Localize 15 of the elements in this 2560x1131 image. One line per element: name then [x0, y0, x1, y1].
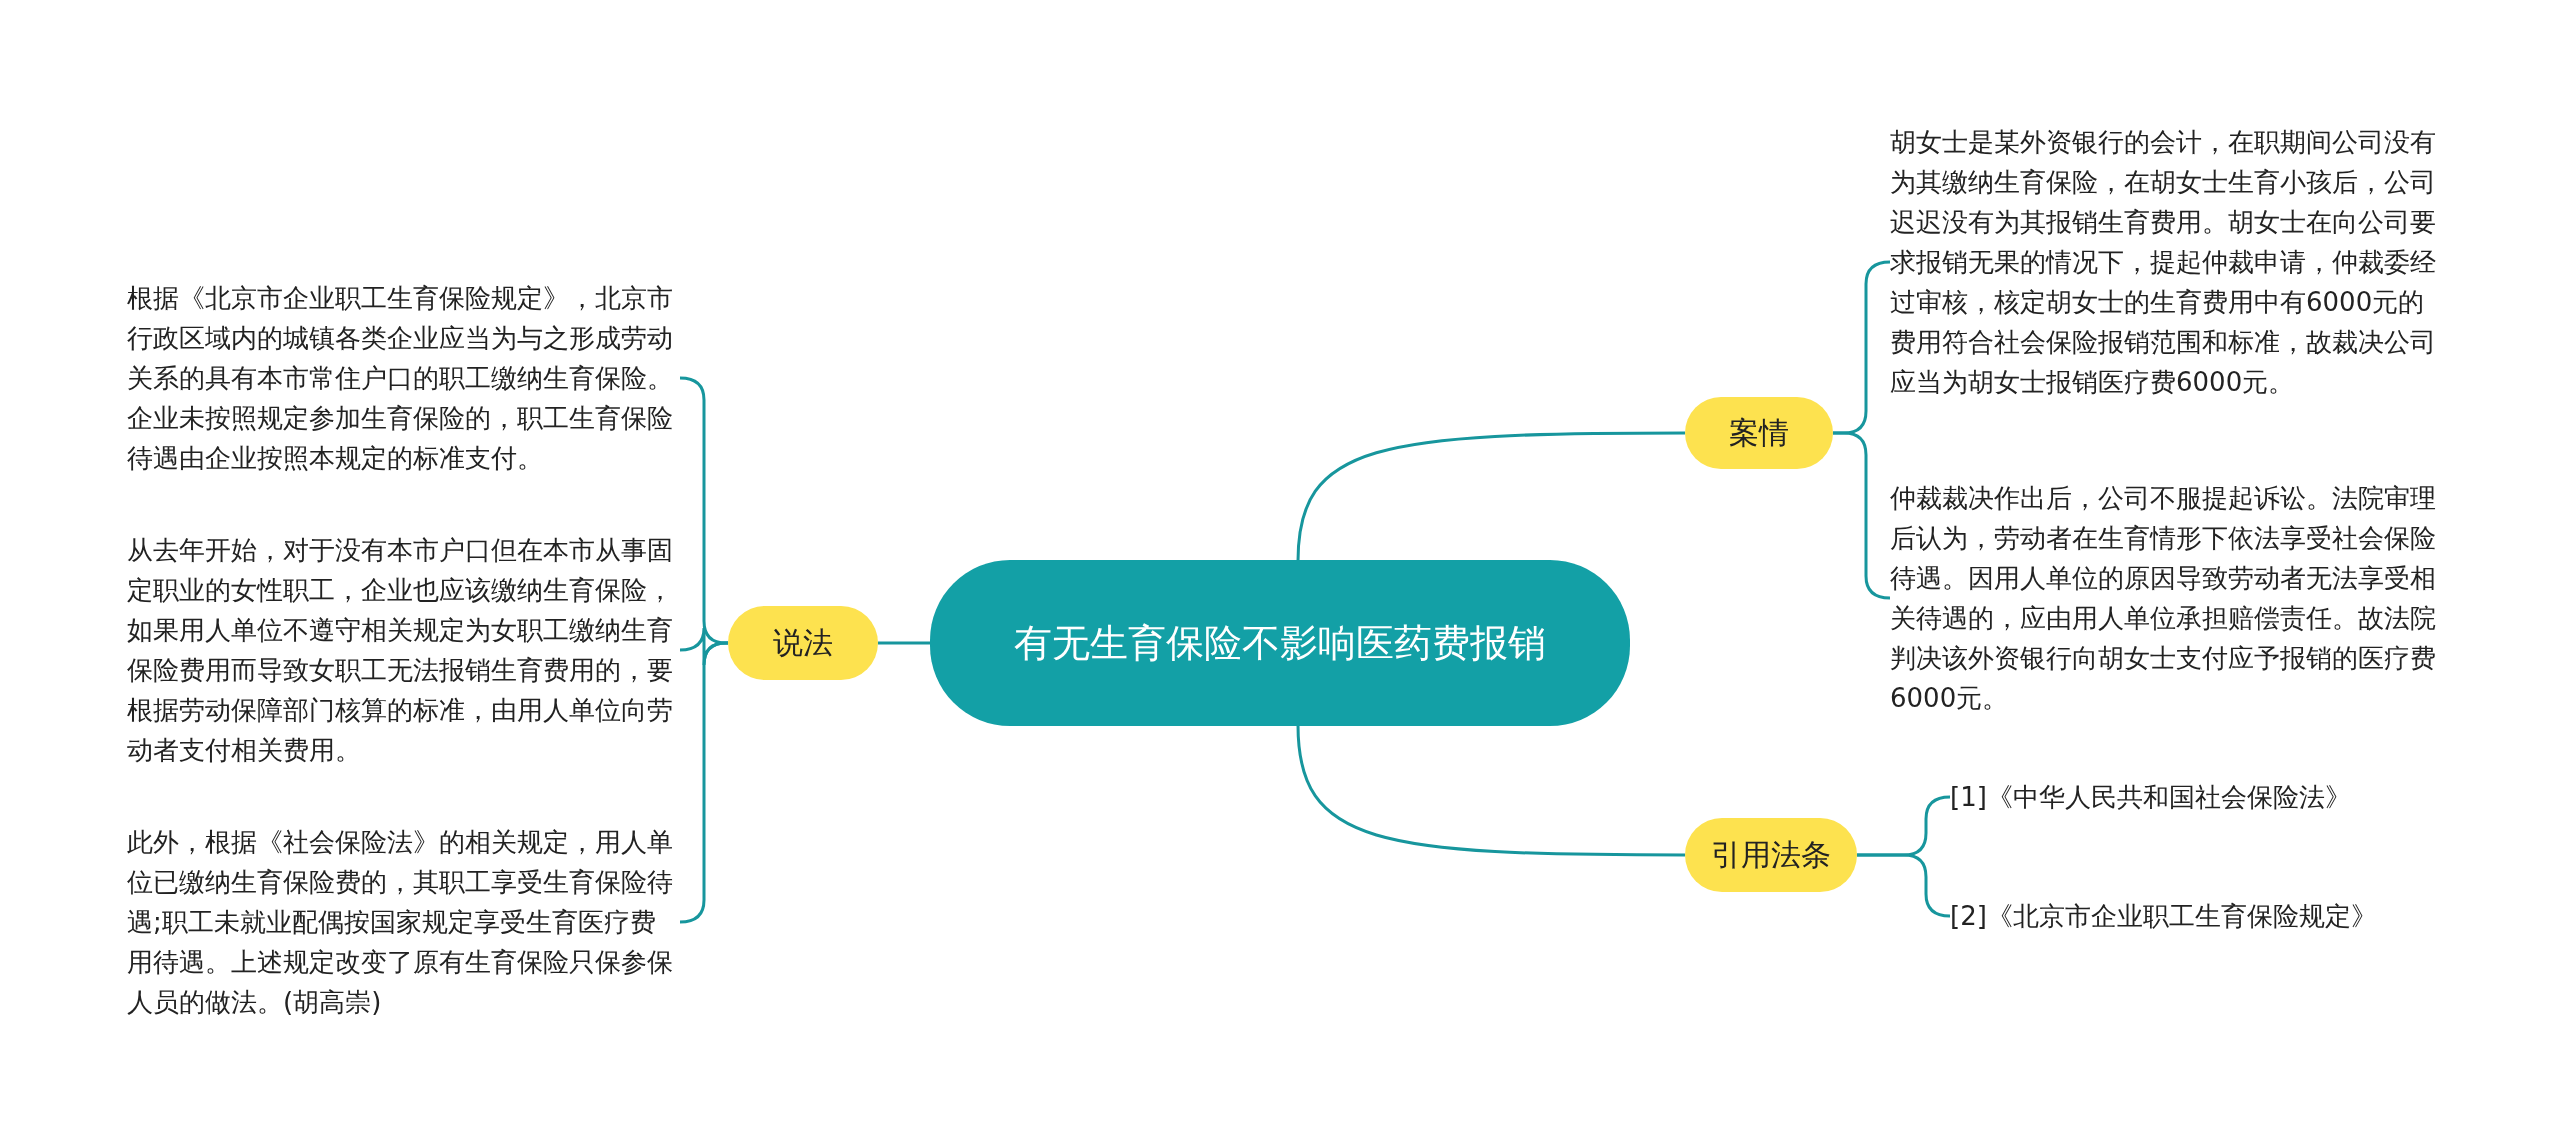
central-topic: 有无生育保险不影响医药费报销 — [930, 560, 1630, 726]
reference-text: [2]《北京市企业职工生育保险规定》 — [1950, 896, 2450, 936]
paragraph-text: 根据《北京市企业职工生育保险规定》，北京市行政区域内的城镇各类企业应当为与之形成劳动关系的具有本市常住户口的职工缴纳生育保险。企业未按照规定参加生育保险的，职工生育保险待遇由企业按照本规定的标准支付。 — [127, 278, 680, 478]
topic-pill: 案情 — [1685, 397, 1833, 469]
paragraph-text: 仲裁裁决作出后，公司不服提起诉讼。法院审理后认为，劳动者在生育情形下依法享受社会保险待遇。因用人单位的原因导致劳动者无法享受相关待遇的，应由用人单位承担赔偿责任。故法院判决该外资银行向胡女士支付应予报销的医疗费6000元。 — [1890, 478, 2440, 718]
topic-pill: 引用法条 — [1685, 818, 1857, 892]
topic-pill: 说法 — [728, 606, 878, 680]
paragraph-text: 此外，根据《社会保险法》的相关规定，用人单位已缴纳生育保险费的，其职工享受生育保险待遇;职工未就业配偶按国家规定享受生育医疗费用待遇。上述规定改变了原有生育保险只保参保人员的做法。(胡高崇) — [127, 822, 680, 1022]
connector-line — [1296, 431, 1685, 562]
paragraph-text: 从去年开始，对于没有本市户口但在本市从事固定职业的女性职工，企业也应该缴纳生育保险，如果用人单位不遵守相关规定为女职工缴纳生育保险费用而导致女职工无法报销生育费用的，要根据劳动保障部门核算的标准，由用人单位向劳动者支付相关费用。 — [127, 530, 680, 770]
connector-line — [878, 641, 930, 645]
connector-line — [1296, 724, 1685, 857]
paragraph-text: 胡女士是某外资银行的会计，在职期间公司没有为其缴纳生育保险，在胡女士生育小孩后，公司迟迟没有为其报销生育费用。胡女士在向公司要求报销无果的情况下，提起仲裁申请，仲裁委经过审核，核定胡女士的生育费用中有6000元的费用符合社会保险报销范围和标准，故裁决公司应当为胡女士报销医疗费6000元。 — [1890, 122, 2440, 402]
connector-line — [1857, 853, 1951, 918]
reference-text: [1]《中华人民共和国社会保险法》 — [1950, 777, 2450, 817]
